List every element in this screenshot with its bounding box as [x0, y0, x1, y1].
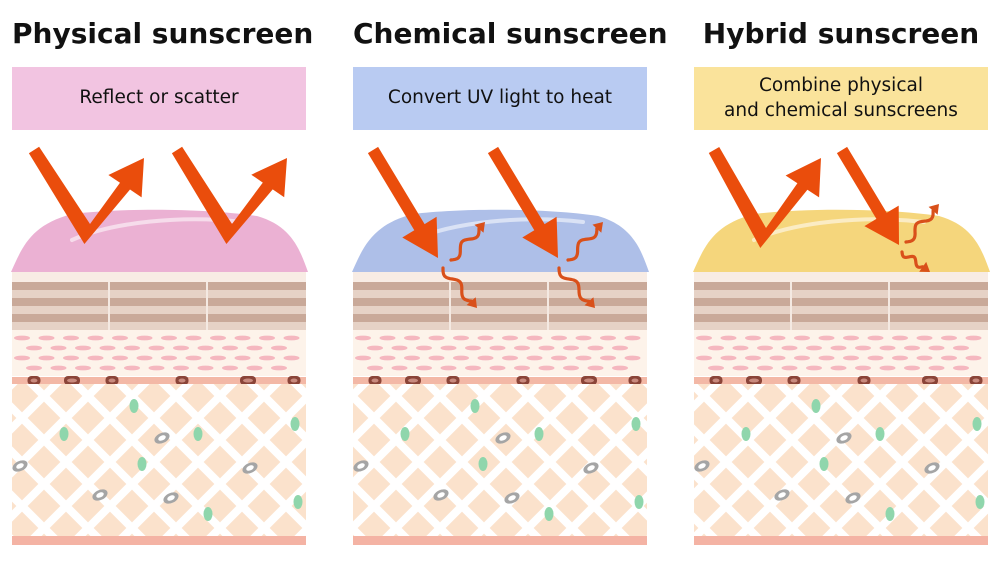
- label-box-physical: Reflect or scatter: [12, 67, 306, 130]
- skin-panel-hybrid: [693, 146, 990, 545]
- uv-arrows-chemical: [367, 146, 603, 308]
- panels-layer: [11, 146, 990, 545]
- fibroblast-cell: [875, 427, 885, 441]
- uv-absorb-arrow: [487, 146, 558, 258]
- fibroblast-cell: [470, 399, 480, 413]
- spinous-cell-layer: [694, 330, 988, 376]
- fibroblast-cell: [203, 507, 213, 521]
- dermis-layer: [694, 384, 988, 536]
- skin-surface: [12, 272, 306, 282]
- base-layer: [694, 536, 988, 545]
- fibroblast-cell: [293, 495, 303, 509]
- panel-title-hybrid: Hybrid sunscreen: [702, 17, 980, 50]
- basal-layer: [353, 376, 647, 385]
- label-text-physical: Reflect or scatter: [79, 87, 239, 109]
- fibroblast-cell: [290, 417, 300, 431]
- fibroblast-cell: [478, 457, 488, 471]
- fibroblast-cell: [811, 399, 821, 413]
- spinous-cell-layer: [12, 330, 306, 376]
- basal-layer: [694, 376, 988, 385]
- fibroblast-cell: [741, 427, 751, 441]
- heat-squiggle: [557, 266, 595, 308]
- fibroblast-cell: [631, 417, 641, 431]
- panel-title-chemical: Chemical sunscreen: [353, 17, 668, 50]
- epidermis-layer: [694, 282, 988, 330]
- fibroblast-cell: [400, 427, 410, 441]
- base-layer: [353, 536, 647, 545]
- fibroblast-cell: [972, 417, 982, 431]
- fibroblast-cell: [819, 457, 829, 471]
- sunscreen-film-hybrid: [693, 209, 990, 272]
- uv-arrows-physical: [28, 146, 287, 244]
- skin-surface: [694, 272, 988, 282]
- uv-reflect-arrow: [708, 147, 821, 248]
- skin-panel-chemical: [352, 146, 649, 545]
- fibroblast-cell: [193, 427, 203, 441]
- label-text-hybrid: Combine physical and chemical sunscreens: [724, 75, 958, 121]
- skin-panel-physical: [11, 146, 308, 545]
- uv-reflect-arrow: [171, 146, 287, 244]
- fibroblast-cell: [885, 507, 895, 521]
- spinous-cell-layer: [353, 330, 647, 376]
- base-layer: [12, 536, 306, 545]
- label-text-chemical: Convert UV light to heat: [387, 87, 613, 109]
- heat-squiggle: [441, 266, 477, 308]
- fibroblast-cell: [129, 399, 139, 413]
- skin-surface: [353, 272, 647, 282]
- uv-absorb-arrow: [367, 146, 438, 258]
- basal-layer: [12, 376, 306, 385]
- sunscreen-film-physical: [11, 209, 308, 272]
- fibroblast-cell: [634, 495, 644, 509]
- epidermis-layer: [353, 282, 647, 330]
- uv-arrows-hybrid: [708, 146, 939, 272]
- fibroblast-cell: [137, 457, 147, 471]
- panel-title-physical: Physical sunscreen: [12, 17, 314, 50]
- fibroblast-cell: [59, 427, 69, 441]
- label-box-chemical: Convert UV light to heat: [353, 67, 647, 130]
- heat-squiggle: [566, 222, 603, 262]
- uv-reflect-arrow: [28, 146, 144, 244]
- fibroblast-cell: [544, 507, 554, 521]
- sunscreen-film-chemical: [352, 209, 649, 272]
- dermis-layer: [353, 384, 647, 536]
- uv-absorb-arrow: [836, 146, 899, 245]
- label-box-hybrid: Combine physical and chemical sunscreens: [694, 67, 988, 130]
- heat-squiggle: [449, 222, 485, 262]
- heat-squiggle: [904, 204, 939, 244]
- epidermis-layer: [12, 282, 306, 330]
- fibroblast-cell: [975, 495, 985, 509]
- fibroblast-cell: [534, 427, 544, 441]
- dermis-layer: [12, 384, 306, 536]
- heat-squiggle: [900, 250, 930, 272]
